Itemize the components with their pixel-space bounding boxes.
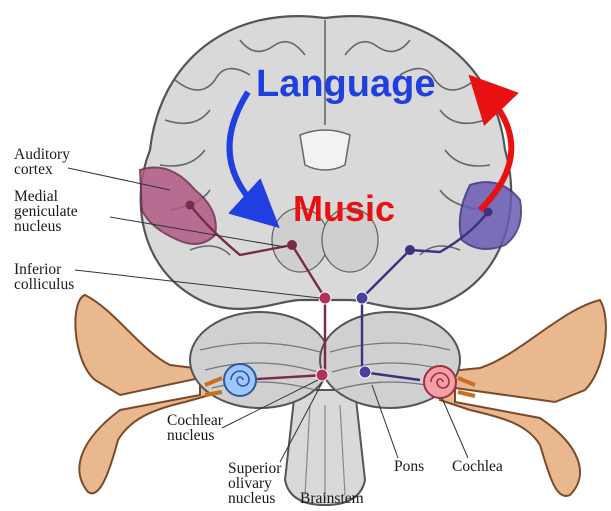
inferior-colliculus-label: Inferior colliculus [14,262,74,292]
superior-olivary-nucleus-label: Superior olivary nucleus [228,461,281,506]
music-label: Music [293,188,395,230]
cochlear-nucleus-label: Cochlear nucleus [167,413,223,443]
language-label: Language [256,63,435,106]
left-ear [75,295,210,493]
cochlea-label: Cochlea [452,459,503,474]
auditory-cortex-label: Auditory cortex [14,147,70,177]
brainstem [285,390,365,505]
brainstem-label: Brainstem [300,491,364,506]
pons-label: Pons [394,459,424,474]
cerebrum [141,16,512,309]
medial-geniculate-nucleus-label: Medial geniculate nucleus [14,189,78,234]
